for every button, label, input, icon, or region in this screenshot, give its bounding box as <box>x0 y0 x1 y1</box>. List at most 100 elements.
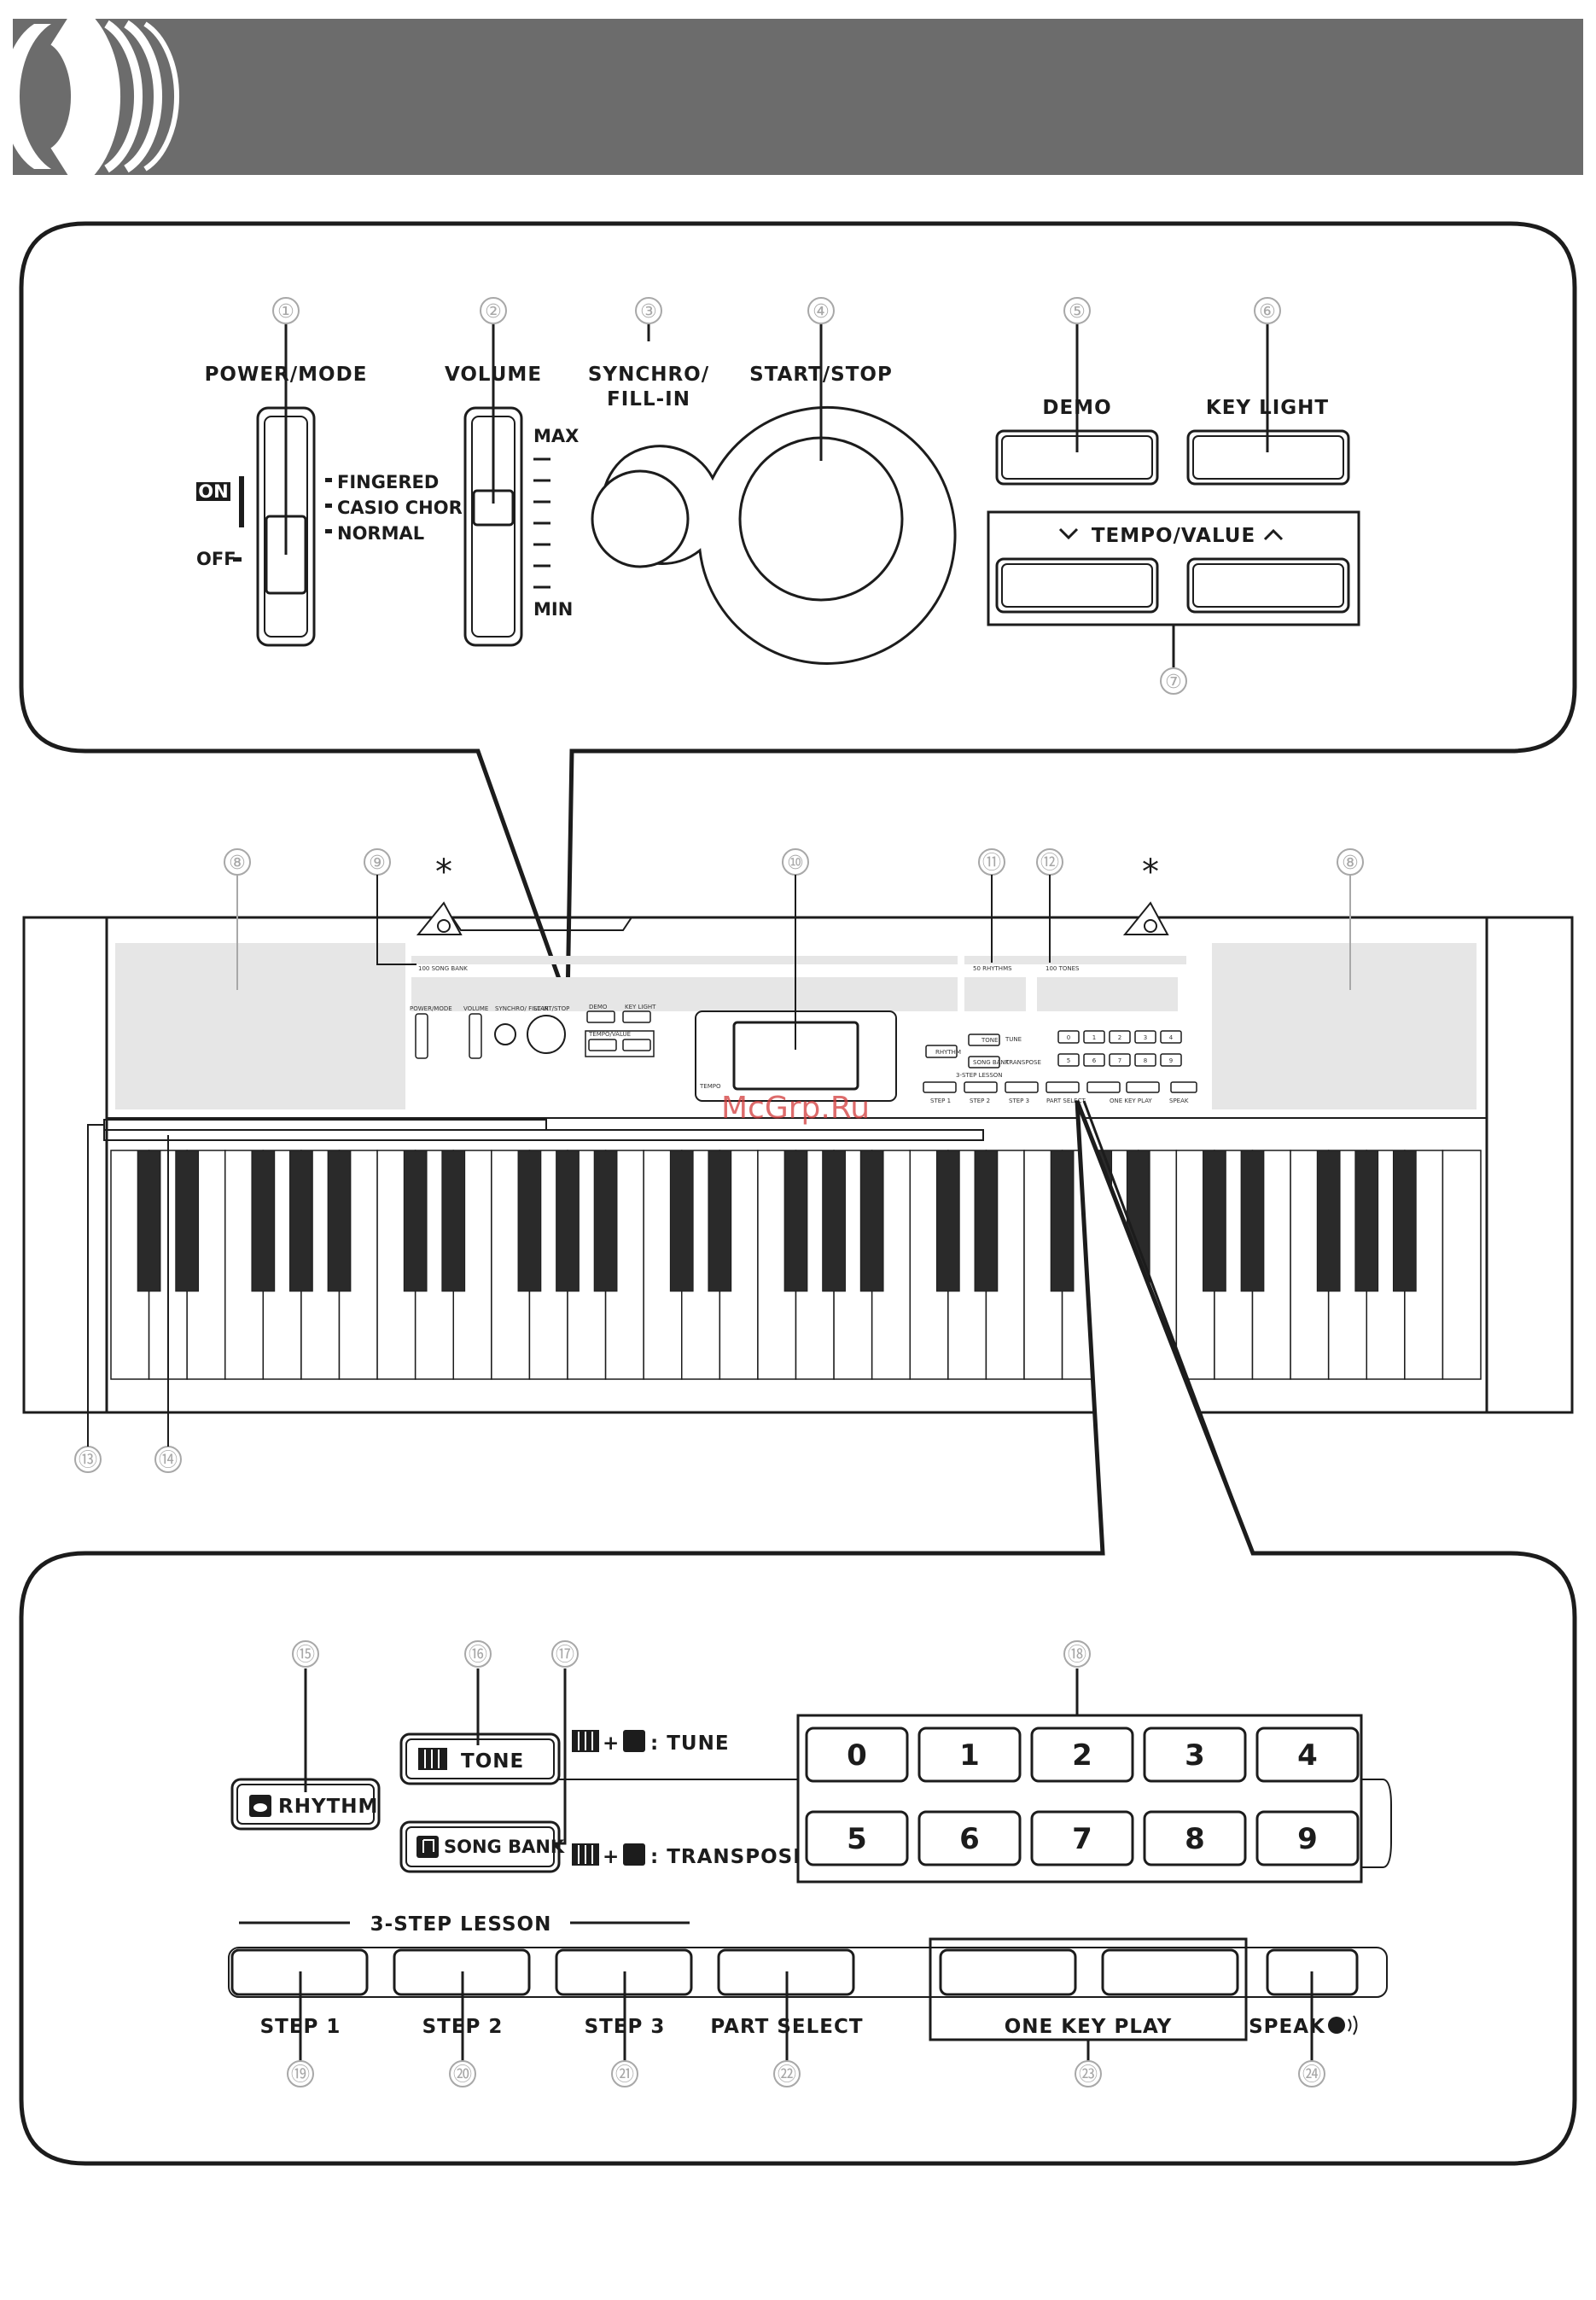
number-button-3[interactable]: 3 <box>1143 1726 1247 1783</box>
callout-4: ④ <box>813 301 830 323</box>
tempo-down-button[interactable] <box>995 557 1159 614</box>
callout-9: ⑨ <box>369 853 386 874</box>
number-label: 8 <box>1185 1822 1205 1856</box>
number-label: 4 <box>1297 1738 1318 1773</box>
kb-rhythm: RHYTHM <box>935 1049 961 1056</box>
callout-19: ⑲ <box>291 2064 310 2086</box>
callout-18: ⑱ <box>1068 1645 1086 1666</box>
tone-button[interactable] <box>399 1732 561 1785</box>
kb-transpose: TRANSPOSE <box>1005 1059 1041 1066</box>
drum-icon-transpose <box>623 1843 645 1866</box>
black-key[interactable] <box>822 1150 846 1292</box>
black-key[interactable] <box>1240 1150 1265 1292</box>
kb-song-bank-label: 100 SONG BANK <box>418 965 468 972</box>
black-key[interactable] <box>859 1150 884 1292</box>
number-button-6[interactable]: 6 <box>917 1810 1022 1866</box>
black-key[interactable] <box>1392 1150 1417 1292</box>
kb-num-3: 3 <box>1144 1034 1147 1041</box>
black-key[interactable] <box>441 1150 466 1292</box>
one-key-play-left-button[interactable] <box>939 1948 1077 1996</box>
tune-label: : TUNE <box>650 1732 730 1755</box>
synchro-fill-in-button[interactable] <box>591 469 690 568</box>
black-key[interactable] <box>669 1150 694 1292</box>
black-key[interactable] <box>974 1150 999 1292</box>
kb-num-6: 6 <box>1092 1057 1097 1064</box>
transpose-label: : TRANSPOSE <box>650 1846 807 1868</box>
number-button-1[interactable]: 1 <box>917 1726 1022 1783</box>
number-button-0[interactable]: 0 <box>805 1726 909 1783</box>
synchro-start-group: SYNCHRO/ FILL-IN START/STOP ③ ④ <box>588 297 957 665</box>
black-key[interactable] <box>556 1150 580 1292</box>
black-key[interactable] <box>403 1150 428 1292</box>
power-mode-switch-group: POWER/MODE ON OFF FINGERED CASIO CHORD N… <box>196 297 477 647</box>
callout-11: ⑪ <box>982 853 1001 874</box>
black-key[interactable] <box>708 1150 732 1292</box>
plus-tune: + <box>603 1732 620 1755</box>
number-button-5[interactable]: 5 <box>805 1810 909 1866</box>
kb-lesson: 3-STEP LESSON <box>956 1072 1003 1079</box>
kb-tempo: TEMPO <box>699 1083 721 1090</box>
kb-synchro: SYNCHRO/ FILL-IN <box>495 1005 549 1012</box>
kb-num-2: 2 <box>1118 1034 1121 1041</box>
black-key[interactable] <box>327 1150 352 1292</box>
chevron-up-icon <box>1263 528 1284 541</box>
number-label: 3 <box>1185 1738 1205 1773</box>
kb-step1: STEP 1 <box>930 1098 951 1104</box>
black-key[interactable] <box>251 1150 276 1292</box>
kb-step3: STEP 3 <box>1009 1098 1029 1104</box>
black-key[interactable] <box>783 1150 808 1292</box>
mode-casio-chord: CASIO CHORD <box>337 498 477 518</box>
callout-24: ㉔ <box>1302 2064 1321 2086</box>
number-button-4[interactable]: 4 <box>1255 1726 1360 1783</box>
mode-buttons: RHYTHM TONE SONG BANK ⑮ ⑯ ⑰ <box>230 1640 579 1873</box>
tempo-up-button[interactable] <box>1186 557 1350 614</box>
number-label: 6 <box>959 1822 980 1856</box>
header-band <box>2 3 1583 190</box>
black-key[interactable] <box>517 1150 542 1292</box>
synchro-label-1: SYNCHRO/ <box>588 364 709 386</box>
one-key-play-label: ONE KEY PLAY <box>1005 2016 1172 2038</box>
black-key[interactable] <box>289 1150 313 1292</box>
number-button-7[interactable]: 7 <box>1030 1810 1134 1866</box>
button-rails <box>228 1779 1392 1998</box>
number-label: 5 <box>847 1822 867 1856</box>
white-key[interactable] <box>1442 1150 1482 1380</box>
black-key[interactable] <box>175 1150 200 1292</box>
rhythm-label: RHYTHM <box>278 1796 378 1818</box>
black-key[interactable] <box>137 1150 161 1292</box>
callout-8b: ⑧ <box>1342 853 1359 874</box>
kb-step2: STEP 2 <box>970 1098 990 1104</box>
black-key[interactable] <box>593 1150 618 1292</box>
kb-tempo-value: TEMPO/VALUE <box>588 1031 631 1038</box>
demo-keylight-tempo-group: DEMO KEY LIGHT ⑤ ⑥ TEMPO/VALUE ⑦ <box>987 297 1360 695</box>
kb-tones-label: 100 TONES <box>1046 965 1080 972</box>
black-key[interactable] <box>1316 1150 1341 1292</box>
number-button-2[interactable]: 2 <box>1030 1726 1134 1783</box>
one-key-play-right-button[interactable] <box>1101 1948 1239 1996</box>
keyboard-callouts: ⑧ ⑧ ⑨ ⑩ ⑪ ⑫ ⑬ ⑭ <box>74 848 1364 1473</box>
lesson-section: 3-STEP LESSON STEP 1 STEP 2 STEP 3 PART … <box>230 1913 1359 2087</box>
volume-min: MIN <box>533 599 573 620</box>
lesson-title: 3-STEP LESSON <box>370 1913 552 1936</box>
callout-17: ⑰ <box>556 1645 574 1666</box>
kb-num-9: 9 <box>1169 1057 1173 1064</box>
volume-slider-group: VOLUME MAX MIN ② <box>445 297 579 647</box>
black-key[interactable] <box>1203 1150 1226 1292</box>
callout-1: ① <box>277 301 294 323</box>
song-bank-button[interactable] <box>399 1820 561 1873</box>
kb-num-1: 1 <box>1092 1034 1096 1041</box>
black-key[interactable] <box>1354 1150 1379 1292</box>
on-label: ON <box>198 481 228 502</box>
callout-21: ㉑ <box>615 2064 634 2086</box>
plus-transpose: + <box>603 1846 620 1868</box>
start-stop-button[interactable] <box>738 436 904 602</box>
number-button-8[interactable]: 8 <box>1143 1810 1247 1866</box>
kb-num-7: 7 <box>1118 1057 1121 1064</box>
watermark: McGrp.Ru <box>721 1091 870 1126</box>
black-key[interactable] <box>1050 1150 1075 1292</box>
black-key[interactable] <box>935 1150 960 1292</box>
tone-label: TONE <box>461 1750 524 1773</box>
kb-num-8: 8 <box>1144 1057 1147 1064</box>
number-button-9[interactable]: 9 <box>1255 1810 1360 1866</box>
callout-3: ③ <box>640 301 657 323</box>
